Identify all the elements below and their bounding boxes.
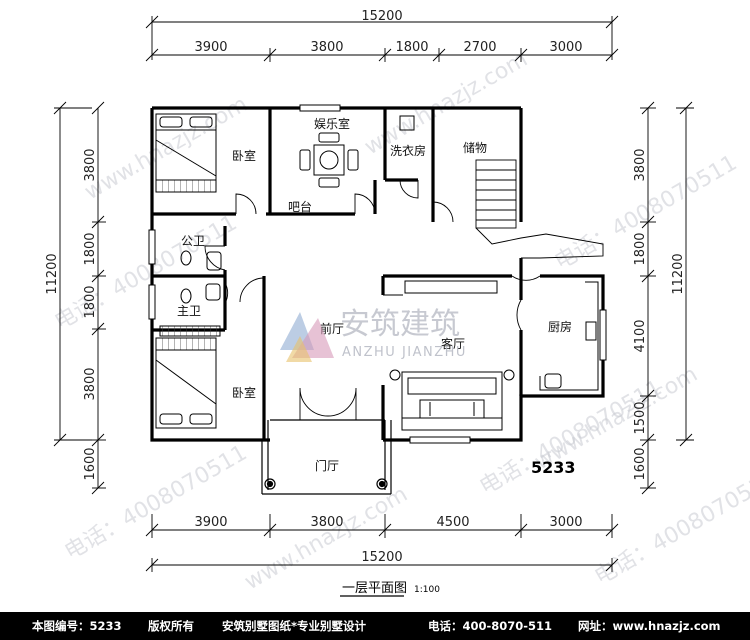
room-label: 公卫	[181, 234, 205, 248]
footer-plan-number: 本图编号：5233	[32, 619, 122, 633]
doors	[204, 179, 541, 420]
table-set	[299, 132, 359, 188]
brand-name-en: ANZHU JIANZHU	[342, 345, 467, 360]
dim-top-seg: 3900	[194, 40, 227, 55]
footer-website: 网址：www.hnazjz.com	[578, 619, 721, 633]
bath-fixtures	[159, 115, 415, 337]
brand-name: 安筑建筑	[340, 307, 460, 342]
room-label: 卧室	[232, 148, 256, 163]
sofa-set	[389, 280, 515, 431]
porch	[261, 419, 392, 495]
plan-title: 一层平面图	[342, 581, 407, 596]
plan-number: 5233	[531, 458, 576, 477]
room-label: 娱乐室	[314, 116, 350, 131]
dim-left-seg: 1800	[83, 232, 98, 265]
dim-top-seg: 1800	[395, 40, 428, 55]
bed-bottom	[155, 337, 217, 429]
footer-bar: 本图编号：5233 版权所有 安筑别墅图纸*专业别墅设计 电话：400-8070…	[0, 612, 750, 640]
dim-left-total: 11200	[45, 253, 60, 294]
dim-left-seg: 1800	[83, 285, 98, 318]
room-label: 门厅	[315, 458, 339, 473]
dim-right-seg: 1600	[633, 447, 648, 480]
footer-copyright: 版权所有	[148, 619, 194, 633]
dim-top-total: 15200	[361, 9, 402, 24]
room-label: 卧室	[232, 385, 256, 400]
dim-right-seg: 1500	[633, 401, 648, 434]
dim-top-seg: 3000	[549, 40, 582, 55]
dim-right-seg: 4100	[633, 319, 648, 352]
dim-bottom-total: 15200	[361, 550, 402, 565]
footer-slogan: 安筑别墅图纸*专业别墅设计	[222, 619, 367, 633]
room-label: 厨房	[548, 319, 572, 334]
dim-left-seg: 3800	[83, 148, 98, 181]
room-label: 客厅	[441, 336, 465, 351]
brand-logo	[280, 312, 334, 362]
dimension-left	[53, 101, 106, 495]
dim-bottom-seg: 3900	[194, 515, 227, 530]
windows	[148, 104, 607, 444]
dim-bottom-seg: 3000	[549, 515, 582, 530]
dim-right-seg: 1800	[633, 232, 648, 265]
watermark-phone: 电话：4008070511	[51, 211, 242, 336]
room-label: 洗衣房	[390, 143, 426, 158]
room-label: 主卫	[177, 304, 201, 318]
dim-bottom-seg: 3800	[310, 515, 343, 530]
dimension-right	[640, 101, 694, 495]
dim-left-seg: 3800	[83, 367, 98, 400]
footer-phone: 电话：400-8070-511	[428, 619, 553, 633]
dim-bottom-seg: 4500	[436, 515, 469, 530]
bed-top	[155, 113, 217, 193]
room-label: 储物	[463, 140, 487, 155]
dim-right-total: 11200	[671, 253, 686, 294]
walls	[150, 106, 605, 442]
dim-left-seg: 1600	[83, 447, 98, 480]
kitchen-counter	[539, 281, 599, 391]
watermark-site: www.hnazjz.com	[241, 482, 412, 595]
dim-top-seg: 3800	[310, 40, 343, 55]
room-label: 吧台	[288, 199, 312, 214]
dimension-bottom	[145, 514, 619, 572]
room-label: 前厅	[320, 321, 344, 336]
dimension-top	[145, 15, 619, 62]
dim-right-seg: 3800	[633, 148, 648, 181]
stair	[475, 159, 604, 259]
plan-scale: 1:100	[414, 585, 440, 595]
dim-top-seg: 2700	[463, 40, 496, 55]
